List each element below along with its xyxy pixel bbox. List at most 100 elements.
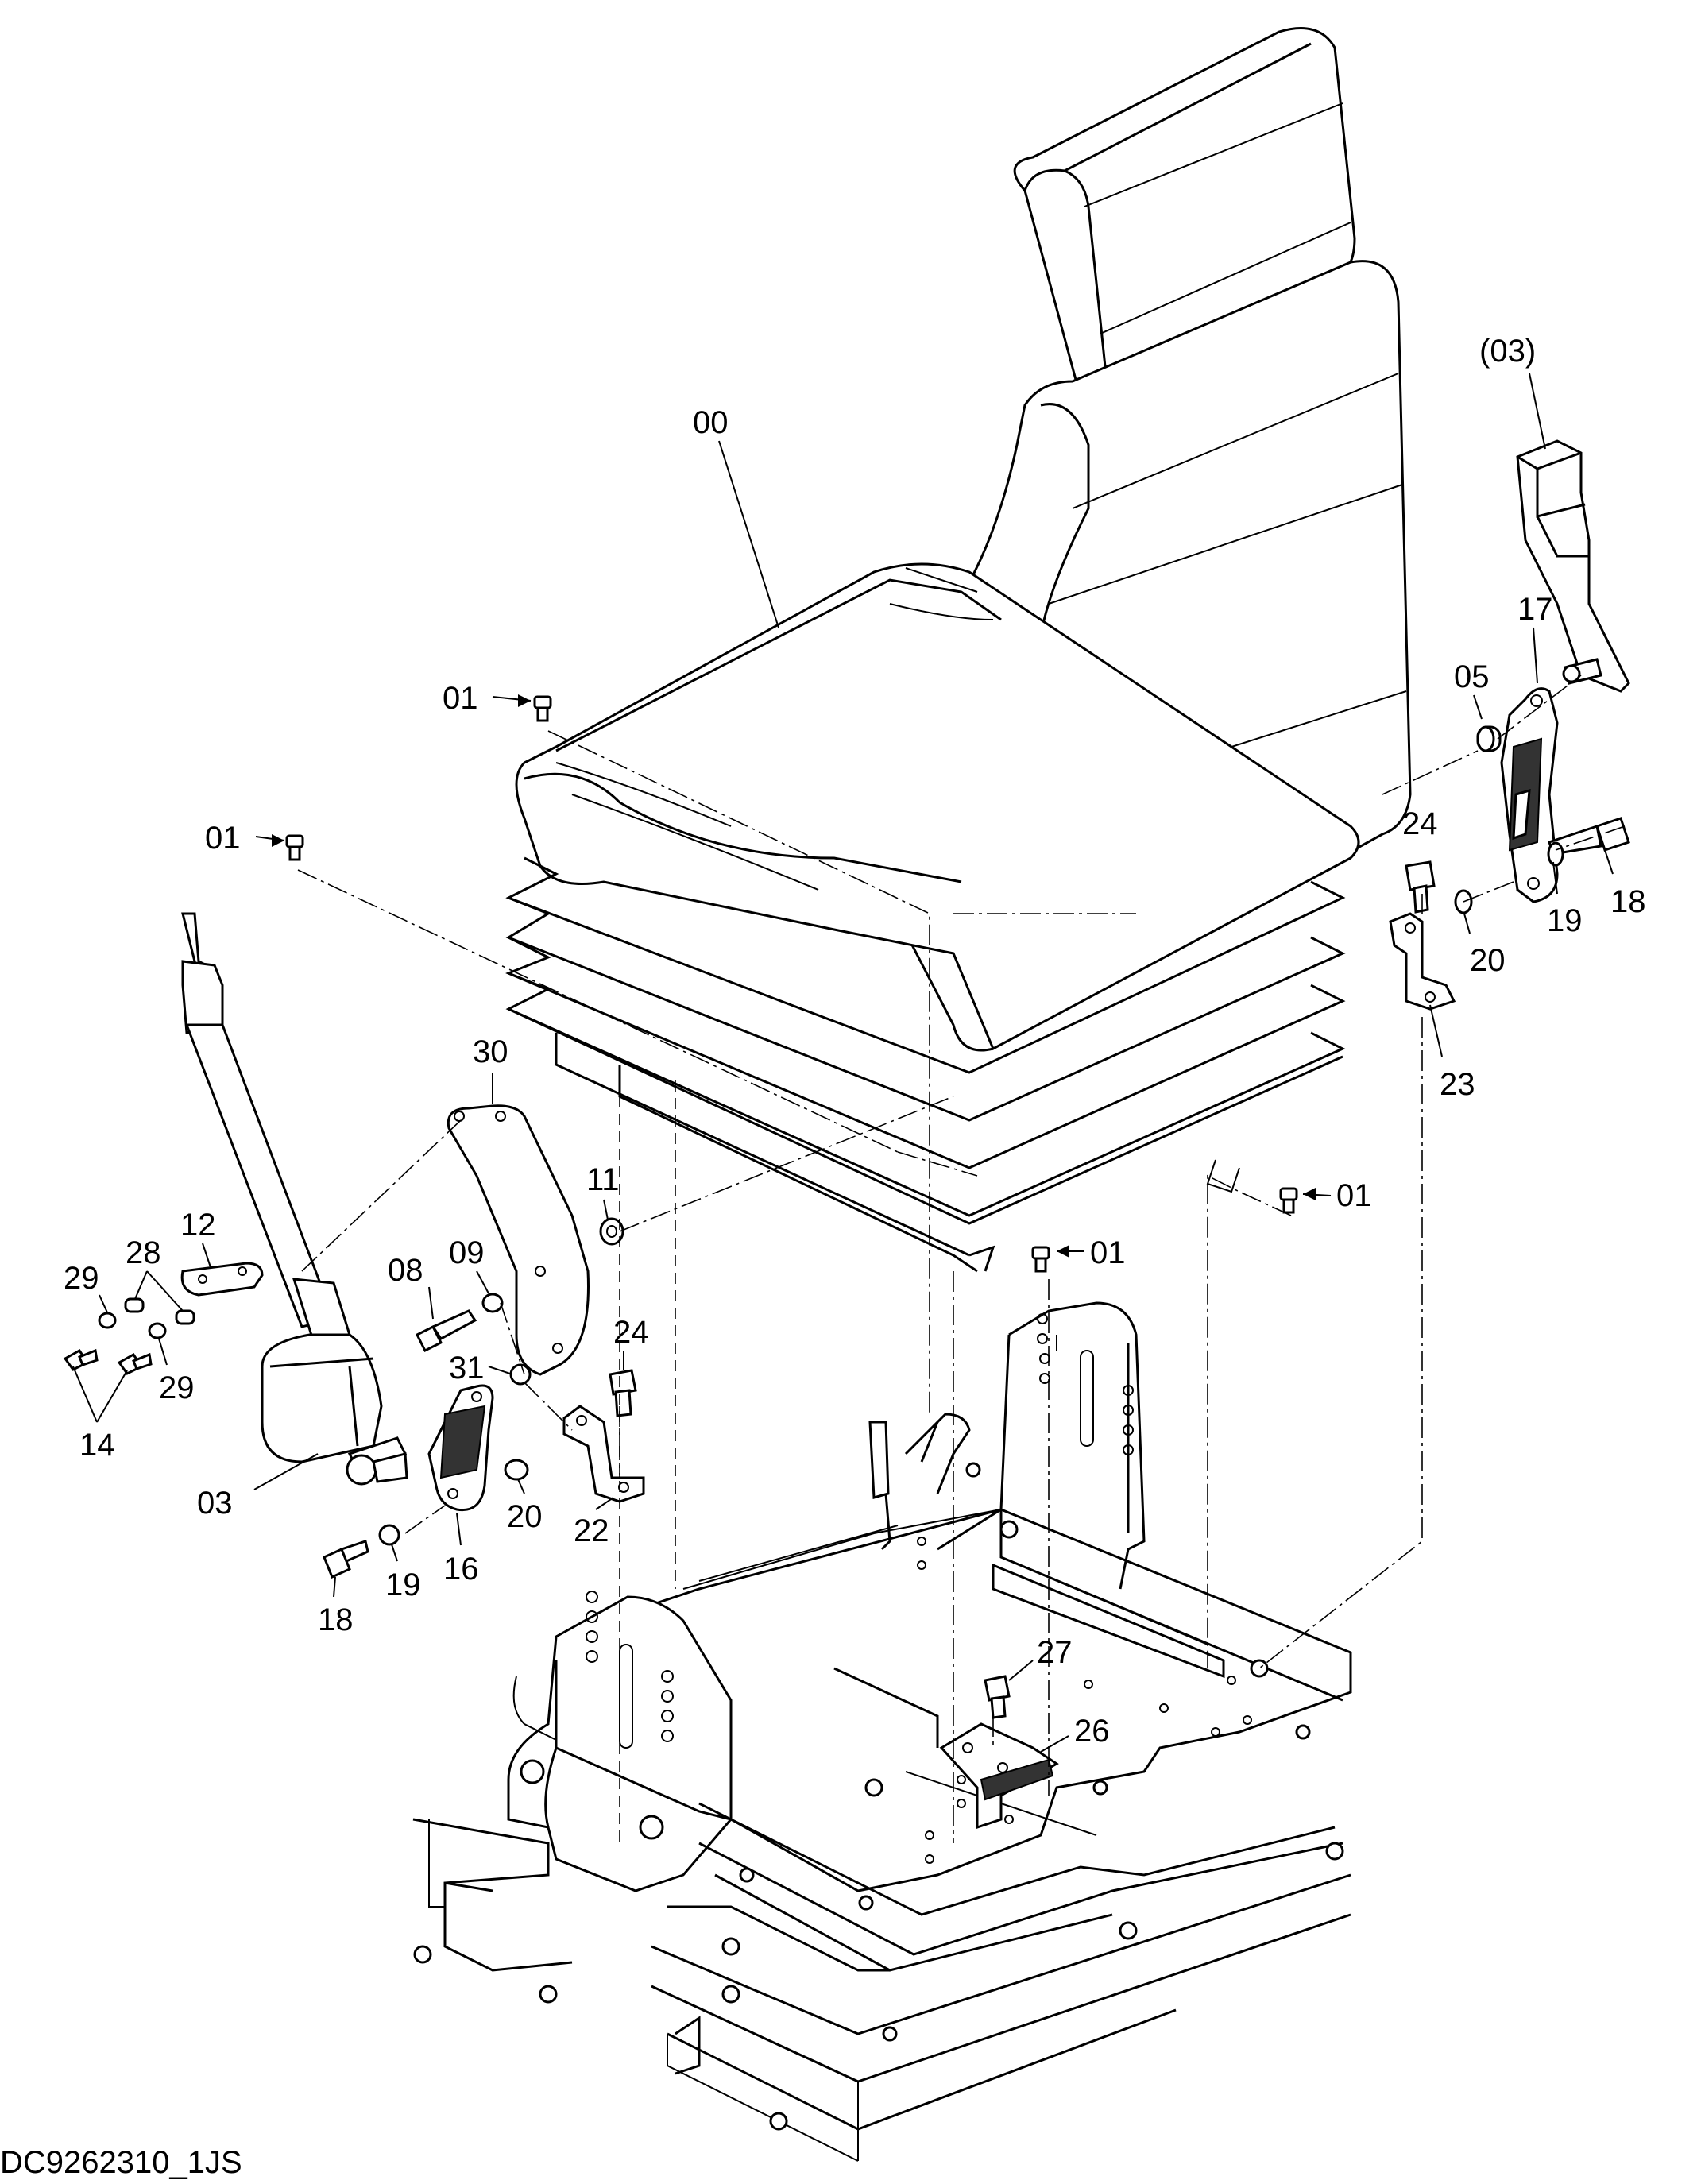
bushing-05 [1476,725,1502,752]
adjust-lever [868,1413,981,1551]
leader-22 [595,1497,614,1510]
bolt-24-right [1405,860,1436,914]
arrow-01b [272,834,284,847]
leader-19b [391,1544,398,1562]
leader-09 [476,1270,489,1294]
callout-01-bottom: 01 [1090,1235,1126,1270]
callout-22: 22 [574,1513,609,1548]
rail-bolts [413,1520,1344,2131]
callout-14: 14 [79,1428,115,1463]
washer-19-left [378,1524,400,1546]
callout-20-right: 20 [1470,943,1506,978]
leader-28a [134,1270,148,1300]
seat-cushion [515,562,1360,1051]
arrow-01d [1057,1245,1069,1258]
leader-14b [96,1370,128,1423]
callout-03-ref: (03) [1479,334,1536,369]
washer-09 [481,1293,504,1313]
leader-14a [72,1366,98,1423]
callout-16: 16 [443,1552,479,1587]
bracket-26 [939,1722,1059,1830]
callout-03: 03 [197,1486,233,1521]
leader-18a [1604,849,1614,875]
leader-12 [202,1243,211,1268]
leader-20b [517,1479,525,1494]
callout-01-left: 01 [205,821,241,856]
callout-labels: 00 01 01 01 01 (03) 17 05 24 18 19 20 23… [64,334,1646,1749]
callout-20-left: 20 [507,1499,543,1534]
leader-18b [333,1576,336,1598]
callout-11: 11 [586,1162,620,1197]
callout-19-left: 19 [385,1567,421,1602]
leader-08 [428,1286,434,1320]
callout-01-top: 01 [443,681,478,716]
leader-28b [146,1270,184,1312]
screw-01-top [533,695,552,722]
leader-20a [1463,913,1471,934]
plate-12 [180,1262,264,1297]
leader-27 [1008,1660,1034,1681]
leader-31 [488,1366,513,1375]
leader-03p [1529,373,1546,450]
leader-23 [1429,1004,1443,1057]
callout-26: 26 [1074,1714,1110,1749]
callout-18-left: 18 [318,1602,354,1637]
leader-11 [603,1199,609,1220]
callout-18-right: 18 [1610,884,1646,919]
callout-23: 23 [1440,1067,1475,1102]
leader-29b [158,1338,168,1366]
leader-16 [456,1513,462,1546]
callout-05: 05 [1454,659,1490,694]
seat-base-frame [412,1301,1352,2162]
bracket-23 [1389,912,1456,1011]
washer-20-left [504,1459,529,1481]
arrow-01c [1303,1188,1316,1200]
belt-end-right [1516,439,1630,693]
leader-00 [718,440,779,628]
washer-29 [98,1312,167,1339]
callout-29-bottom: 29 [159,1370,195,1405]
seat-assembly [505,27,1412,1273]
leader-29a [99,1294,108,1313]
buckle-17 [1500,687,1559,903]
suspension-bellows [505,856,1346,1273]
callout-01-right: 01 [1336,1178,1372,1213]
callout-31: 31 [449,1351,485,1386]
leader-19a [1552,861,1558,895]
washer-19-right [1547,841,1564,867]
leader-17 [1533,627,1538,684]
bolt-08 [415,1309,477,1353]
callout-08: 08 [388,1253,423,1288]
spacer-28 [124,1297,195,1325]
drawing-number: DC9262310_1JS [0,2145,242,2180]
callout-00: 00 [693,405,729,440]
callout-27: 27 [1037,1635,1073,1670]
leader-lines [72,373,1614,1753]
leader-26 [1040,1735,1069,1753]
leader-05 [1473,694,1483,720]
center-lines [297,675,1626,1843]
bracket-22 [562,1405,645,1503]
callout-24-right: 24 [1402,806,1438,841]
bolt-14 [63,1348,153,1375]
callout-30: 30 [473,1034,508,1069]
bolt-27 [984,1675,1011,1719]
washer-31 [509,1363,532,1386]
callout-28: 28 [126,1235,161,1270]
screw-01-right [1279,1187,1298,1214]
callout-24-left: 24 [613,1315,649,1350]
callout-17: 17 [1517,592,1553,627]
screw-01-bottom [1031,1246,1050,1273]
leader-03 [253,1453,319,1490]
buckle-16 [427,1384,494,1512]
base-holes [917,1537,1252,1864]
bracket-30 [447,1104,590,1376]
bolt-18-left [323,1540,369,1579]
bolt-24-left [609,1369,637,1417]
callout-09: 09 [449,1235,485,1270]
arrow-01a [518,694,531,707]
screw-01-left [285,834,304,861]
callout-12: 12 [180,1208,216,1243]
